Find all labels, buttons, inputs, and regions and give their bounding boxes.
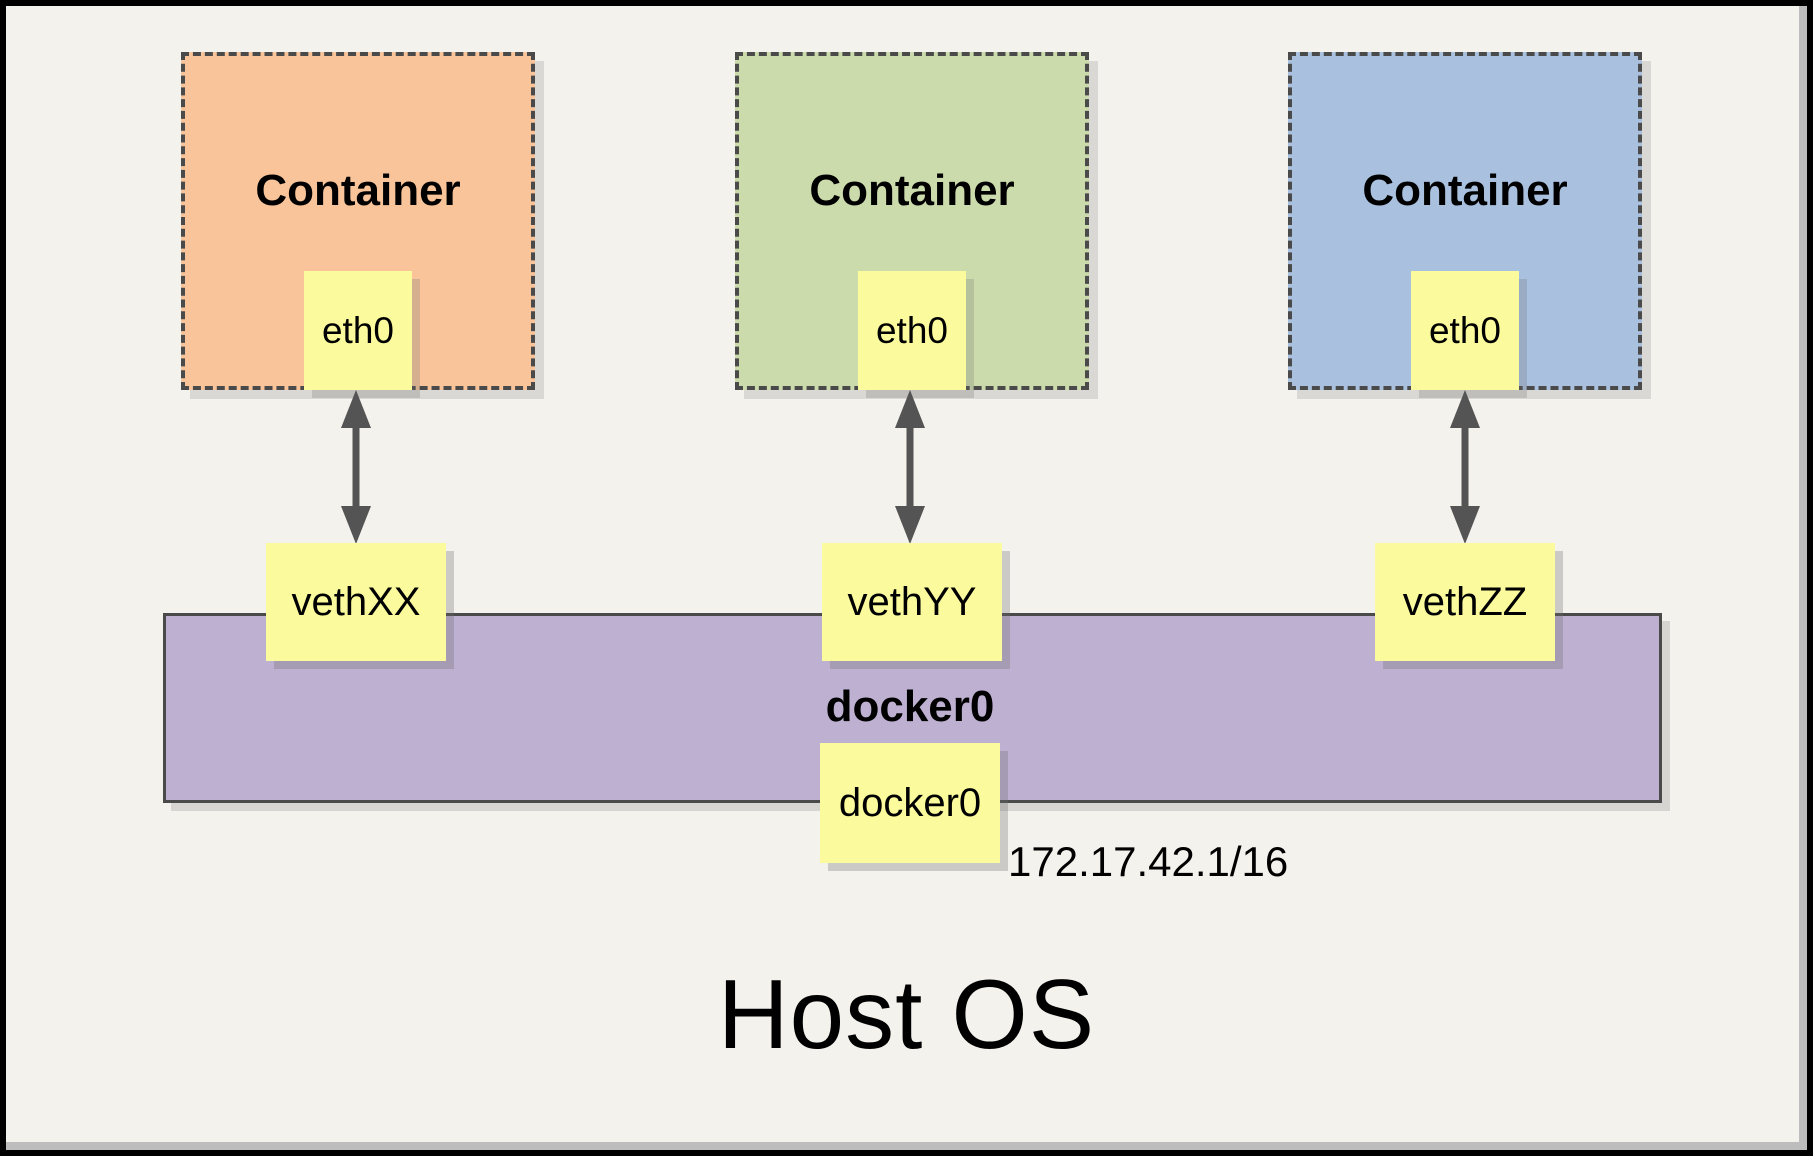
container-2-label: Container: [809, 166, 1015, 215]
vethzz-label: vethZZ: [1402, 579, 1528, 624]
vethyy-box: vethYY: [822, 543, 1002, 661]
double-arrow-icon-2: [895, 390, 925, 544]
host-os-label: Host OS: [717, 959, 1096, 1069]
vethxx-label: vethXX: [291, 579, 421, 624]
vethzz-box: vethZZ: [1375, 543, 1555, 661]
docker0-bridge-label: docker0: [825, 682, 995, 731]
container-3-label: Container: [1362, 166, 1568, 215]
container-2-eth0-label: eth0: [875, 309, 948, 351]
vethyy-label: vethYY: [847, 579, 977, 624]
container-1-label: Container: [255, 166, 461, 215]
container-1-eth0-box: eth0: [304, 271, 412, 390]
container-box-1: Container eth0: [181, 52, 535, 390]
container-2-eth0-box: eth0: [858, 271, 966, 390]
double-arrow-icon-1: [341, 390, 371, 544]
vethxx-box: vethXX: [266, 543, 446, 661]
container-box-2: Container eth0: [735, 52, 1089, 390]
container-1-eth0-label: eth0: [321, 309, 394, 351]
docker0-interface-box: docker0: [820, 743, 1000, 863]
double-arrow-icon-3: [1450, 390, 1480, 544]
container-box-3: Container eth0: [1288, 52, 1642, 390]
bridge-ip-address: 172.17.42.1/16: [1008, 838, 1289, 885]
container-3-eth0-label: eth0: [1428, 309, 1501, 351]
container-3-eth0-box: eth0: [1411, 271, 1519, 390]
docker0-interface-label: docker0: [838, 780, 982, 825]
